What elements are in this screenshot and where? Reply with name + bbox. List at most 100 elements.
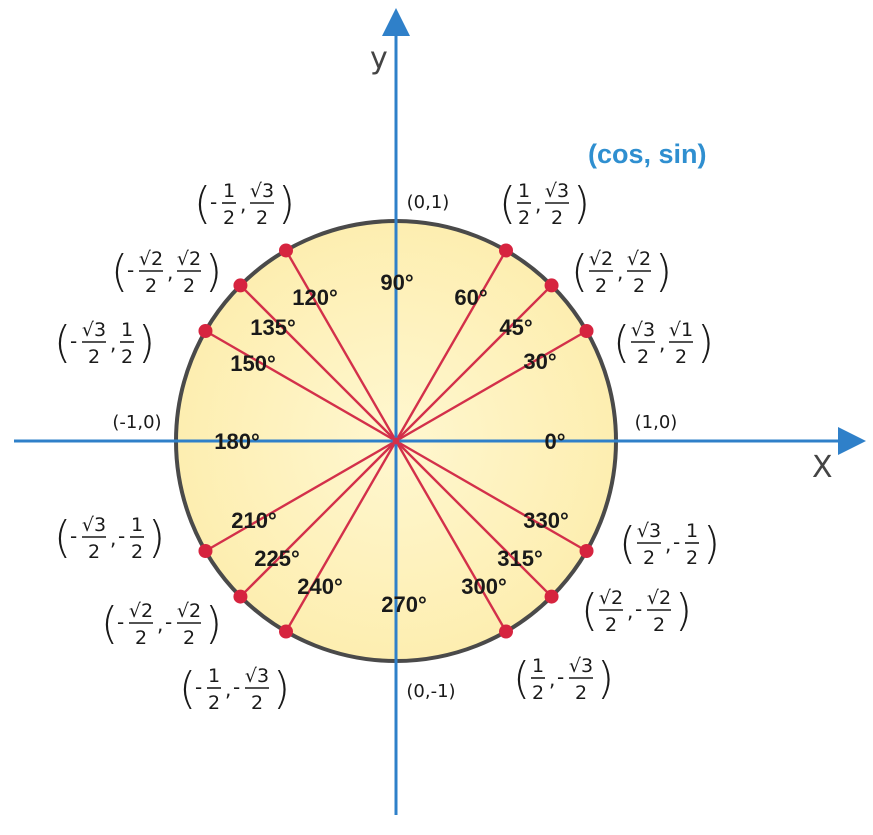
paren-open: ( — [571, 246, 588, 297]
paren-open: ( — [111, 246, 128, 297]
degree-label-210: 210° — [231, 508, 277, 533]
y-sign: - — [673, 530, 680, 554]
comma: , — [225, 677, 231, 701]
paren-close: ) — [697, 317, 714, 368]
y-denominator: 2 — [675, 346, 687, 368]
coordinate-label-60: (12,√32) — [499, 178, 590, 229]
paren-close: ) — [148, 512, 165, 563]
point-315 — [544, 589, 559, 604]
origin-point — [392, 437, 400, 445]
coordinate-label-210: (-√32,-12) — [54, 512, 165, 563]
y-sign: - — [635, 597, 642, 621]
coordinate-label-45: (√22,√22) — [571, 246, 672, 297]
y-numerator: √1 — [669, 319, 693, 341]
coordinate-label-330: (√32,-12) — [619, 518, 720, 569]
comma: , — [659, 331, 665, 355]
degree-label-315: 315° — [497, 546, 543, 571]
x-numerator: √2 — [589, 248, 613, 270]
axis-point-label-0: (1,0) — [635, 412, 678, 433]
degree-label-60: 60° — [454, 285, 487, 310]
diagram-title: (cos, sin) — [588, 139, 707, 169]
x-denominator: 2 — [637, 346, 649, 368]
point-210 — [198, 544, 213, 558]
paren-close: ) — [675, 585, 692, 636]
paren-close: ) — [597, 653, 614, 704]
y-denominator: 2 — [653, 614, 665, 636]
y-numerator: √2 — [627, 248, 651, 270]
comma: , — [110, 526, 116, 550]
comma: , — [627, 599, 633, 623]
x-numerator: 1 — [518, 180, 530, 202]
paren-open: ( — [194, 178, 211, 229]
coordinate-label-225: (-√22,-√22) — [101, 598, 222, 649]
degree-label-330: 330° — [523, 508, 569, 533]
point-135 — [233, 278, 248, 293]
x-numerator: √2 — [139, 248, 163, 270]
paren-open: ( — [581, 585, 598, 636]
x-sign: - — [127, 258, 134, 282]
comma: , — [549, 667, 555, 691]
paren-close: ) — [655, 246, 672, 297]
y-denominator: 2 — [551, 207, 563, 229]
ray-150 — [204, 329, 397, 443]
point-30 — [579, 324, 594, 338]
ray-60 — [394, 249, 508, 442]
degree-label-0: 0° — [544, 429, 565, 454]
comma: , — [157, 612, 163, 636]
ray-120 — [284, 249, 398, 442]
coordinate-label-315: (√22,-√22) — [581, 585, 692, 636]
y-axis-arrow-icon — [382, 8, 410, 36]
point-120 — [279, 243, 293, 258]
point-60 — [499, 243, 513, 258]
y-numerator: √3 — [569, 655, 593, 677]
x-numerator: √2 — [599, 587, 623, 609]
ray-330 — [395, 439, 588, 553]
y-denominator: 2 — [131, 541, 143, 563]
paren-open: ( — [179, 663, 196, 714]
paren-open: ( — [499, 178, 516, 229]
degree-label-240: 240° — [297, 574, 343, 599]
y-denominator: 2 — [183, 627, 195, 649]
degree-label-300: 300° — [461, 574, 507, 599]
coordinate-label-135: (-√22,√22) — [111, 246, 222, 297]
y-sign: - — [557, 665, 564, 689]
y-numerator: √2 — [177, 600, 201, 622]
paren-open: ( — [54, 317, 71, 368]
x-sign: - — [210, 190, 217, 214]
degree-labels: 0°30°45°60°90°120°135°150°180°210°225°24… — [214, 270, 569, 617]
x-axis-label: X — [812, 450, 833, 485]
x-sign: - — [195, 675, 202, 699]
point-330 — [579, 544, 594, 558]
degree-label-45: 45° — [499, 315, 532, 340]
x-numerator: √3 — [82, 319, 106, 341]
y-denominator: 2 — [686, 547, 698, 569]
x-sign: - — [117, 610, 124, 634]
paren-close: ) — [703, 518, 720, 569]
x-numerator: √3 — [82, 514, 106, 536]
degree-label-150: 150° — [230, 351, 276, 376]
coordinate-label-240: (-12,-√32) — [179, 663, 290, 714]
y-denominator: 2 — [251, 692, 263, 714]
ray-240 — [284, 440, 398, 633]
x-denominator: 2 — [88, 541, 100, 563]
y-numerator: √2 — [177, 248, 201, 270]
point-225 — [233, 589, 248, 604]
degree-label-30: 30° — [523, 349, 556, 374]
x-denominator: 2 — [518, 207, 530, 229]
x-numerator: √3 — [637, 520, 661, 542]
y-numerator: √3 — [545, 180, 569, 202]
y-denominator: 2 — [633, 275, 645, 297]
point-240 — [279, 624, 293, 639]
degree-label-270: 270° — [381, 592, 427, 617]
x-numerator: √3 — [631, 319, 655, 341]
x-denominator: 2 — [208, 692, 220, 714]
y-axis-label: y — [370, 41, 388, 76]
coordinate-label-300: (12,-√32) — [513, 653, 614, 704]
y-numerator: 1 — [131, 514, 143, 536]
paren-close: ) — [273, 663, 290, 714]
y-sign: - — [233, 675, 240, 699]
y-denominator: 2 — [575, 682, 587, 704]
x-numerator: 1 — [223, 180, 235, 202]
degree-label-135: 135° — [250, 315, 296, 340]
